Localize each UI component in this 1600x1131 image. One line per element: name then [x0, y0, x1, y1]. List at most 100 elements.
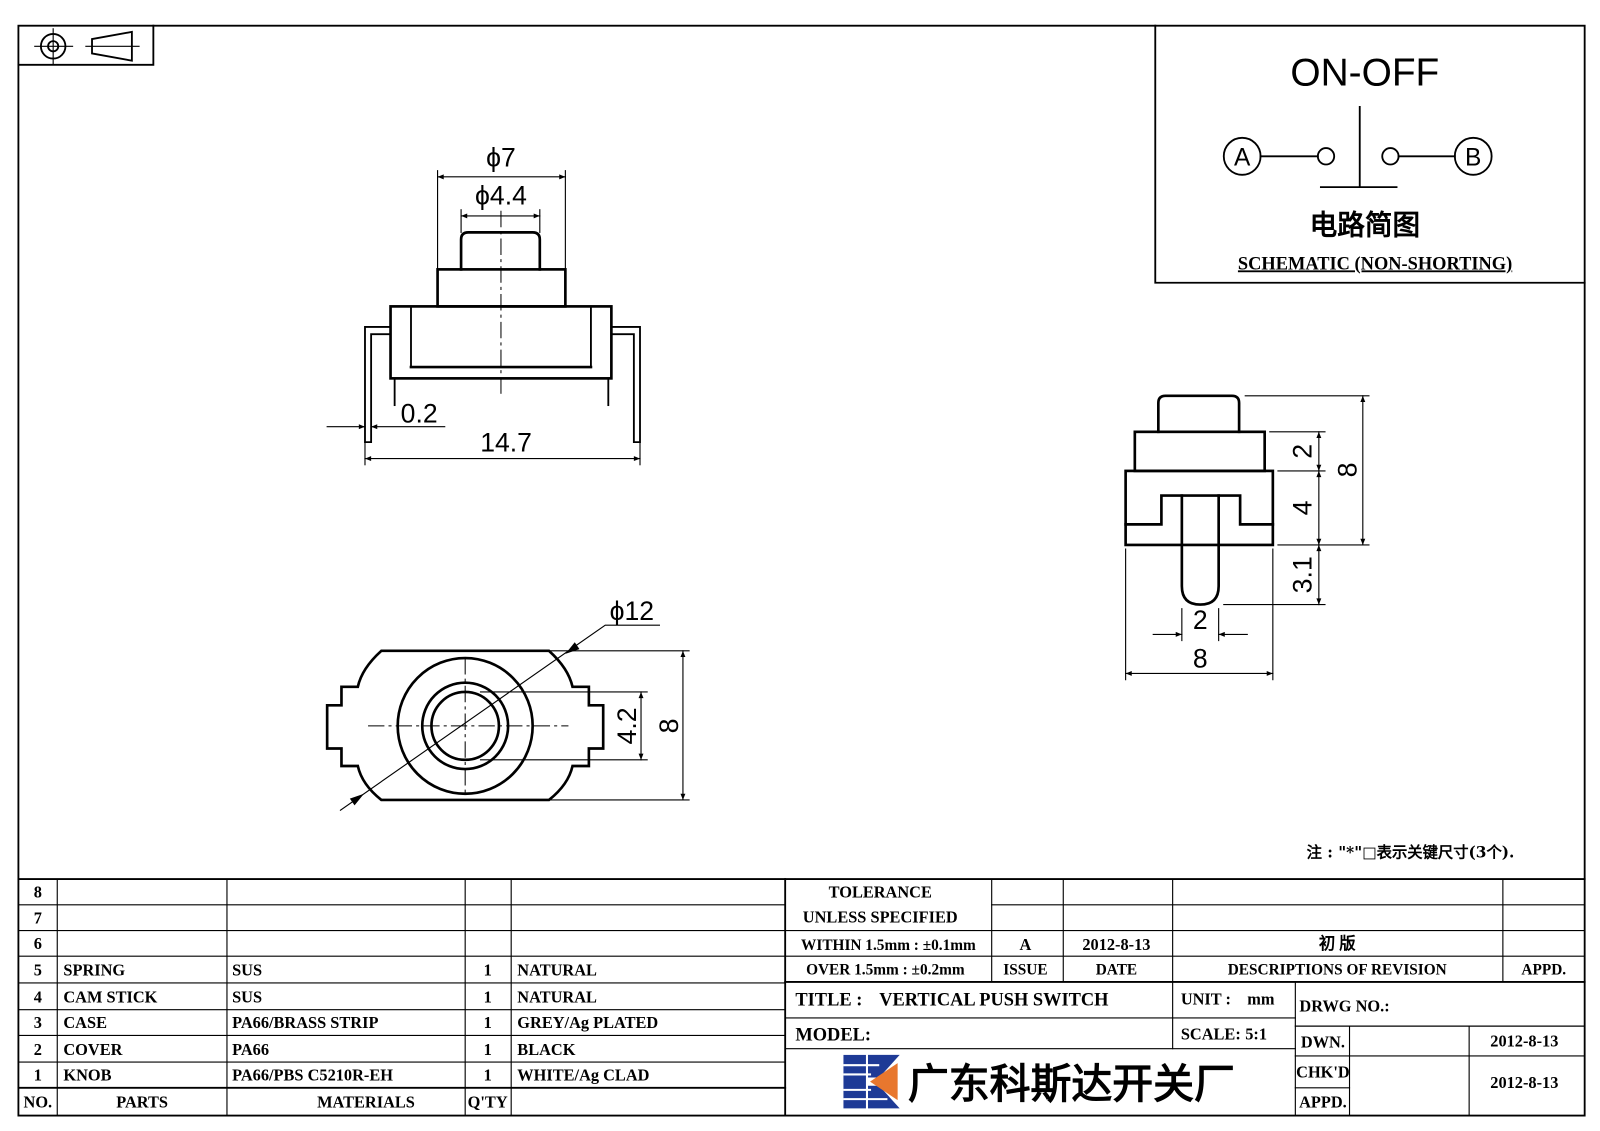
- dim-body-width: 8: [1193, 643, 1208, 673]
- company-name: 广东科斯达开关厂: [908, 1060, 1235, 1108]
- row-qty: 1: [484, 1040, 492, 1059]
- title-block: TOLERANCE UNLESS SPECIFIED WITHIN 1.5mm …: [784, 878, 1586, 1117]
- row-part: KNOB: [63, 1066, 111, 1085]
- row-no: 4: [34, 987, 42, 1006]
- header-materials: MATERIALS: [317, 1092, 415, 1111]
- row-finish: WHITE/Ag CLAD: [517, 1066, 649, 1085]
- row-no: 7: [34, 908, 42, 927]
- drawn-date: 2012-8-13: [1490, 1032, 1558, 1051]
- schematic-label-en: SCHEMATIC (NON-SHORTING): [1238, 253, 1512, 274]
- sheet-border: [17, 24, 1586, 1117]
- terminal-b-label: B: [1465, 144, 1481, 171]
- side-body: [1124, 469, 1275, 547]
- title-label: TITLE :: [795, 990, 862, 1010]
- key-dimension-note: 注 : "*"□表示关键尺寸(3个).: [1307, 842, 1515, 861]
- approved-label: APPD.: [1299, 1092, 1347, 1111]
- drawing-no-label: DRWG NO.:: [1299, 997, 1389, 1016]
- projection-box: [17, 24, 155, 66]
- row-part: CAM STICK: [63, 987, 157, 1006]
- row-no: 1: [34, 1066, 42, 1085]
- side-view: 2 4 3.1 8 2 8: [1124, 394, 1370, 681]
- side-cap: [1133, 430, 1266, 473]
- schematic-title: ON-OFF: [1290, 51, 1439, 94]
- dim-side-total: 8: [1333, 462, 1363, 477]
- row-no: 6: [34, 934, 42, 953]
- dim-stick-width: 2: [1193, 605, 1208, 635]
- row-finish: GREY/Ag PLATED: [517, 1013, 658, 1032]
- schematic-frame: [1154, 24, 1586, 284]
- dim-leader-outer: [339, 624, 660, 811]
- revision-col-date: DATE: [1096, 962, 1137, 979]
- front-knob: [459, 231, 542, 271]
- dim-bottom-height: 8: [654, 718, 684, 733]
- front-pin-right: [610, 326, 641, 444]
- revision-col-appd: APPD.: [1521, 962, 1566, 979]
- drawn-label: DWN.: [1301, 1033, 1345, 1052]
- revision-col-issue: ISSUE: [1003, 962, 1047, 979]
- side-knob: [1157, 394, 1241, 434]
- schematic-panel: ON-OFF A B 电路简图 SCHEMATIC (NON-SHORTING): [1154, 24, 1586, 284]
- revision-date: 2012-8-13: [1082, 935, 1150, 954]
- dim-side-body: 4: [1288, 500, 1318, 515]
- row-material: PA66/BRASS STRIP: [232, 1013, 378, 1032]
- header-no: NO.: [24, 1092, 53, 1111]
- logo-lower-arm: [867, 1085, 900, 1109]
- front-pin-left: [364, 326, 392, 444]
- checked-date: 2012-8-13: [1490, 1073, 1558, 1092]
- checked-label: CHK'D: [1296, 1062, 1350, 1081]
- terminal-b-circle: [1453, 136, 1493, 176]
- row-material: SUS: [232, 987, 262, 1006]
- dim-knob-diameter: ϕ4.4: [475, 181, 527, 211]
- first-angle-projection-icon: [17, 24, 155, 66]
- row-material: PA66/PBS C5210R-EH: [232, 1066, 393, 1085]
- dim-overall-width: 14.7: [480, 427, 532, 457]
- logo-upper-arm: [867, 1054, 900, 1078]
- tolerance-within: WITHIN 1.5mm : ±0.1mm: [801, 937, 976, 954]
- terminal-a-label: A: [1234, 144, 1251, 171]
- row-qty: 1: [484, 987, 492, 1006]
- revision-description: 初 版: [1319, 934, 1356, 953]
- contact-b: [1381, 147, 1400, 166]
- dim-arrow: [349, 793, 364, 806]
- tolerance-heading: TOLERANCE: [829, 883, 932, 902]
- unit-label: UNIT :: [1181, 989, 1231, 1008]
- row-no: 2: [34, 1040, 42, 1059]
- scale-value: 5:1: [1245, 1024, 1267, 1043]
- row-part: SPRING: [63, 961, 125, 980]
- schematic-label-cn: 电路简图: [1310, 208, 1420, 241]
- logo-orange-wedge: [870, 1063, 898, 1101]
- row-qty: 1: [484, 1066, 492, 1085]
- row-material: SUS: [232, 961, 262, 980]
- row-finish: NATURAL: [517, 961, 597, 980]
- header-parts: PARTS: [116, 1092, 168, 1111]
- side-cam-stick: [1180, 494, 1220, 606]
- revision-col-description: DESCRIPTIONS OF REVISION: [1228, 962, 1447, 979]
- unit-value: mm: [1247, 989, 1275, 1008]
- tolerance-subheading: UNLESS SPECIFIED: [803, 907, 958, 926]
- front-view: ϕ7 ϕ4.4 0.2 14.7: [326, 142, 641, 466]
- row-qty: 1: [484, 1013, 492, 1032]
- drawing-title: VERTICAL PUSH SWITCH: [879, 990, 1109, 1010]
- row-no: 3: [34, 1013, 42, 1032]
- dim-cap-diameter: ϕ7: [486, 142, 516, 172]
- model-label: MODEL:: [795, 1024, 871, 1044]
- tolerance-over: OVER 1.5mm : ±0.2mm: [806, 962, 965, 979]
- contact-a: [1316, 147, 1336, 166]
- parts-table: 8 7 6 5 SPRING SUS 1 NATURAL 4 CAM STICK…: [17, 878, 1586, 1117]
- row-material: PA66: [232, 1040, 269, 1059]
- side-body-notch: [1124, 494, 1275, 526]
- front-cap: [436, 268, 567, 308]
- dim-pin-thickness: 0.2: [401, 399, 438, 429]
- dim-side-stick: 3.1: [1288, 556, 1318, 593]
- dim-inner-size: 4.2: [612, 707, 642, 744]
- bottom-view: ϕ12 4.2 8: [325, 596, 690, 811]
- projection-cone: [91, 30, 133, 62]
- row-no: 8: [34, 883, 42, 902]
- row-part: COVER: [63, 1040, 122, 1059]
- row-no: 5: [34, 961, 42, 980]
- row-finish: BLACK: [517, 1040, 575, 1059]
- dim-side-cap: 2: [1288, 444, 1318, 459]
- revision-issue: A: [1020, 935, 1032, 954]
- row-finish: NATURAL: [517, 987, 597, 1006]
